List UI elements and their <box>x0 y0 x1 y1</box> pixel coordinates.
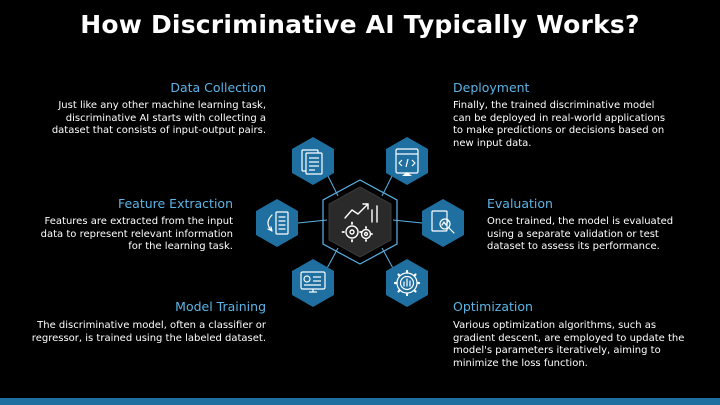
step-title-feature-extraction: Feature Extraction <box>117 196 233 211</box>
hex-optimization <box>386 259 428 307</box>
desc-line: gradient descent, are employed to update… <box>453 332 685 344</box>
dashboard-monitor-icon <box>300 271 326 293</box>
document-list-icon <box>301 149 323 175</box>
desc-line: data to represent relevant information <box>40 228 233 240</box>
desc-line: minimize the loss function. <box>453 357 588 369</box>
desc-line: Just like any other machine learning tas… <box>58 100 266 111</box>
step-desc-evaluation: Once trained, the model is evaluated usi… <box>487 216 673 254</box>
step-desc-model-training: The discriminative model, often a classi… <box>32 320 266 345</box>
code-window-icon <box>395 148 419 176</box>
connector-feature-extraction <box>297 219 328 224</box>
step-title-data-collection: Data Collection <box>170 80 266 95</box>
step-desc-optimization: Various optimization algorithms, such as… <box>453 320 684 370</box>
hex-data-collection <box>292 137 334 185</box>
step-title-model-training: Model Training <box>175 299 266 314</box>
gear-chart-icon <box>393 269 421 297</box>
desc-line: for the learning task. <box>128 241 233 252</box>
step-title-optimization: Optimization <box>453 299 533 314</box>
growth-gears-icon <box>341 203 378 243</box>
step-title-evaluation: Evaluation <box>487 196 553 211</box>
desc-line: The discriminative model, often a classi… <box>37 320 266 331</box>
connector-evaluation <box>392 219 423 224</box>
desc-line: dataset that consists of input-output pa… <box>51 125 266 136</box>
desc-line: to make predictions or decisions based o… <box>453 125 665 136</box>
step-desc-data-collection: Just like any other machine learning tas… <box>52 100 266 138</box>
bottom-accent-bar <box>0 398 720 405</box>
desc-line: regressor, is trained using the labeled … <box>31 332 266 344</box>
desc-line: using a separate validation or test <box>487 228 659 240</box>
hex-evaluation <box>422 199 464 247</box>
desc-line: Finally, the trained discriminative mode… <box>453 100 655 111</box>
desc-line: new input data. <box>453 137 532 149</box>
desc-line: can be deployed in real-world applicatio… <box>453 112 666 124</box>
page-title: How Discriminative AI Typically Works? <box>80 10 640 39</box>
hex-feature-extraction <box>256 199 298 247</box>
center-hexagon <box>322 179 398 265</box>
magnifier-report-icon <box>431 210 455 234</box>
step-desc-deployment: Finally, the trained discriminative mode… <box>453 100 665 150</box>
desc-line: Once trained, the model is evaluated <box>487 216 674 227</box>
hex-model-training <box>292 259 334 307</box>
desc-line: dataset to assess its performance. <box>487 241 660 252</box>
hex-deployment <box>386 137 428 185</box>
step-title-deployment: Deployment <box>453 80 530 95</box>
desc-line: model's parameters iteratively, aiming t… <box>453 345 661 356</box>
data-transfer-icon <box>267 211 289 235</box>
desc-line: discriminative AI starts with collecting… <box>65 112 266 124</box>
desc-line: Features are extracted from the input <box>44 216 233 227</box>
desc-line: Various optimization algorithms, such as <box>453 320 657 331</box>
step-desc-feature-extraction: Features are extracted from the input da… <box>41 216 233 254</box>
